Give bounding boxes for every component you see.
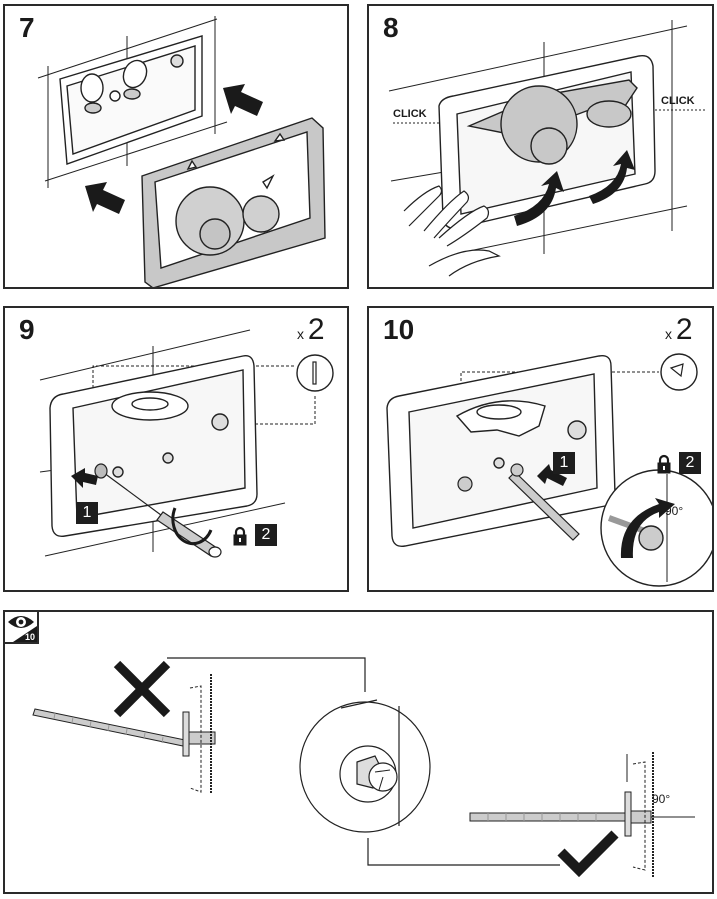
step-9-panel: 9 x 2 1 2 (3, 306, 349, 592)
rotation-detail-bubble (600, 469, 712, 587)
guide-line (468, 205, 688, 252)
angle-label: 90° (665, 504, 684, 518)
rotate-arrow-icon (620, 498, 675, 558)
inspection-badge: 10 (5, 612, 39, 644)
quantity-prefix: x (665, 326, 672, 342)
lock-icon (233, 526, 247, 546)
step-7-illustration (37, 16, 326, 287)
quantity-value: 2 (307, 313, 325, 346)
front-frame (141, 117, 326, 287)
step-9-illustration (39, 329, 334, 558)
step-10-illustration (386, 353, 712, 587)
reference-step-number: 10 (24, 632, 35, 642)
cross-mark-icon (113, 660, 171, 718)
quantity-label: x 2 (297, 313, 325, 347)
correct-installation (469, 752, 695, 877)
screw-detail-bubble (296, 354, 334, 392)
click-label-right: CLICK (661, 95, 695, 107)
screwdriver (94, 463, 222, 558)
hand (403, 185, 501, 277)
quantity-prefix: x (297, 326, 304, 342)
lock-icon (657, 454, 671, 474)
rotate-arrow-icon (171, 507, 213, 546)
arrow-icon (223, 84, 263, 116)
step-8-illustration (388, 20, 707, 277)
step-number: 8 (383, 12, 399, 43)
flush-plate-mechanism (466, 79, 638, 165)
connector-lines (167, 657, 560, 866)
check-mark-icon (557, 830, 619, 878)
guide-line (390, 171, 445, 182)
inspection-panel: 10 90° (3, 610, 714, 894)
step-number: 10 (383, 314, 415, 345)
step-8-panel: 8 CLICK CLICK (367, 4, 714, 289)
step-badge-1: 1 (553, 452, 575, 474)
mounting-frame (49, 355, 258, 537)
step-badge-1: 1 (76, 502, 98, 524)
quantity-label: x 2 (665, 313, 693, 347)
mounting-frame (386, 355, 616, 547)
rotate-arrows (514, 150, 635, 226)
angle-label: 90° (652, 792, 671, 806)
guide-line (39, 329, 251, 381)
step-badge-2: 2 (679, 452, 701, 474)
wrong-installation (32, 674, 216, 794)
arrow-icon (85, 182, 125, 214)
detail-magnifier (299, 699, 431, 833)
quantity-value: 2 (675, 313, 693, 346)
rod (457, 463, 580, 541)
back-box (59, 35, 203, 165)
guide-line (44, 121, 228, 182)
direction-arrows (85, 84, 263, 214)
eye-icon (8, 616, 37, 642)
step-7-panel: 7 (3, 4, 349, 289)
step-number: 9 (19, 314, 35, 345)
push-arrow-icon (537, 464, 567, 486)
step-badge-2: 2 (255, 524, 277, 546)
click-label-left: CLICK (393, 108, 427, 120)
arrow-icon (514, 171, 564, 226)
guide-line (388, 25, 688, 92)
adapter-detail-bubble (660, 353, 698, 391)
arrow-icon (589, 150, 635, 204)
step-number: 7 (19, 12, 35, 43)
push-arrow-icon (71, 468, 98, 488)
guide-line (44, 502, 286, 557)
inspection-illustration (32, 657, 695, 878)
step-10-panel: 10 x 2 1 2 90° (367, 306, 714, 592)
